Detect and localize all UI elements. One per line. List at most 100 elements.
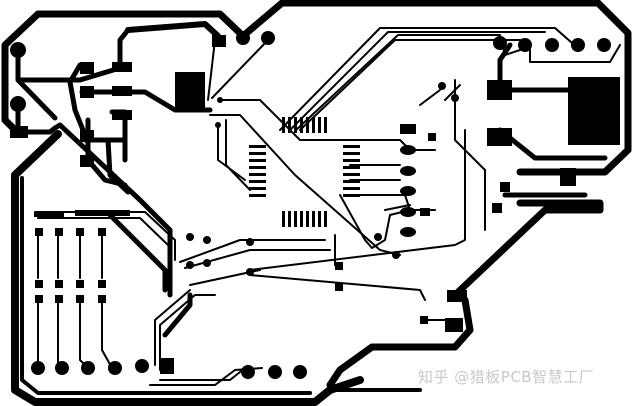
smd-pad (212, 35, 226, 47)
trace-ring-diag-right (451, 199, 604, 299)
trace-left-pad-links (15, 47, 123, 135)
round-pad (135, 359, 149, 373)
trace-left-vert-tracks (37, 231, 103, 279)
round-pad (545, 38, 559, 52)
smd-pad (160, 358, 174, 374)
trace-mid-cross (209, 114, 401, 256)
round-pad (186, 261, 194, 269)
round-pad (374, 233, 382, 241)
smd-pad (35, 228, 43, 236)
smd-pad (35, 280, 43, 288)
round-pad (493, 36, 507, 50)
round-pad (451, 94, 459, 102)
smd-pad (560, 168, 576, 186)
trace-outer-ground-ring (106, 0, 632, 176)
round-pad (31, 361, 45, 375)
trace-right-vert-long (249, 129, 466, 271)
round-pad (293, 365, 307, 379)
trace-right-small (384, 204, 456, 321)
thin-traces (34, 27, 621, 386)
smd-pad (445, 318, 463, 332)
qfp-pin-bottom (282, 211, 285, 227)
smd-pad (75, 210, 130, 216)
qfp-pin-left (249, 152, 266, 155)
trace-top-diag-long (279, 27, 581, 131)
qfp-pin-right (343, 173, 360, 176)
smd-pad (112, 110, 132, 120)
qfp-pin-bottom (324, 211, 327, 227)
smd-pad (400, 124, 416, 134)
smd-pad (10, 126, 28, 138)
round-pad (81, 361, 95, 375)
trace-top-inner (117, 27, 131, 65)
qfp-pin-bottom (300, 211, 303, 227)
smd-pad (80, 130, 94, 142)
qfp-pin-bottom (312, 211, 315, 227)
round-pad (186, 233, 194, 241)
round-pad (55, 361, 69, 375)
qfp-pin-top (324, 117, 327, 133)
round-pad (215, 122, 221, 128)
smd-pad (34, 212, 64, 217)
oval-pad (400, 186, 416, 196)
smd-pad (35, 295, 43, 303)
trace-left-ground-ring (1, 10, 114, 134)
smd-pad (76, 295, 84, 303)
smd-pad (492, 203, 502, 213)
round-pad (10, 96, 26, 112)
qfp-pin-bottom (294, 211, 297, 227)
oval-pad (400, 166, 416, 176)
smd-pad (76, 280, 84, 288)
round-pad (597, 38, 611, 52)
trace-chip-left-vert (207, 39, 216, 101)
trace-top-diag-2 (295, 34, 521, 131)
smd-pad (55, 280, 63, 288)
smd-pad (420, 208, 430, 216)
oval-pad (400, 227, 416, 237)
qfp-pin-bottom (288, 211, 291, 227)
smd-pad (80, 62, 94, 74)
smd-pad (447, 290, 467, 302)
qfp-pin-top (312, 117, 315, 133)
oval-pad (400, 207, 416, 217)
smd-pad (487, 80, 512, 100)
smd-pad (98, 280, 106, 288)
smd-pad (420, 316, 428, 324)
qfp-pin-top (300, 117, 303, 133)
smd-pad (500, 182, 510, 192)
pads (10, 31, 620, 379)
round-pad (571, 38, 585, 52)
smd-pad (98, 228, 106, 236)
trace-top-power (125, 21, 221, 39)
round-pad (246, 238, 254, 246)
round-pad (438, 82, 446, 90)
trace-bottom-mid (159, 367, 246, 381)
smd-pad (80, 86, 94, 98)
qfp-pin-bottom (318, 211, 321, 227)
qfp-pin-top (282, 117, 285, 133)
trace-qfp-right-out (349, 139, 411, 211)
trace-chip-top-link (211, 39, 269, 99)
qfp-pin-bottom (306, 211, 309, 227)
round-pad (10, 42, 26, 58)
qfp-pin-left (249, 145, 266, 148)
smd-pad (98, 295, 106, 303)
trace-bottom-ring-inner (20, 176, 312, 395)
round-pad (203, 236, 211, 244)
qfp-pin-top (318, 117, 321, 133)
round-pad (241, 365, 255, 379)
trace-left-vert-tracks-2 (37, 295, 113, 369)
smd-pad (112, 86, 132, 96)
round-pad (108, 361, 122, 375)
qfp-pin-top (288, 117, 291, 133)
qfp-pin-left (249, 166, 266, 169)
qfp-pin-top (294, 117, 297, 133)
smd-pad (112, 62, 132, 72)
oval-pad (400, 145, 416, 155)
trace-qfp-diag-down (339, 194, 436, 249)
qfp-pin-right (343, 194, 360, 197)
qfp-chip-footprint (249, 117, 360, 227)
trace-right-angled (454, 79, 486, 231)
round-pad (518, 38, 532, 52)
round-pad (261, 31, 275, 45)
